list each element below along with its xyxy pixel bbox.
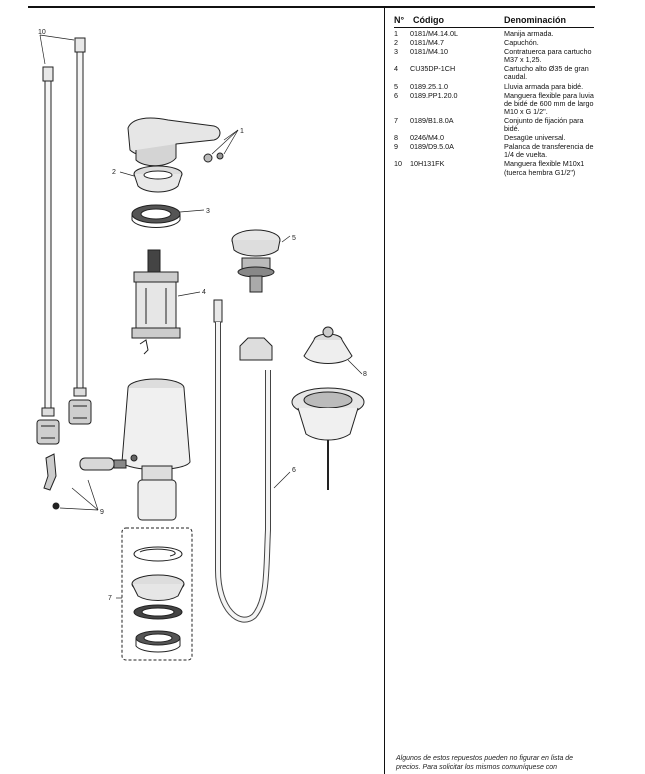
row-number: 5 [394, 81, 398, 91]
bidet-spray [231, 229, 281, 293]
table-row: 1 0181/M4.14.0L Manija armada. [394, 29, 594, 38]
top-rule [28, 6, 595, 8]
header-code: Código [413, 15, 444, 25]
callout-9: 9 [100, 509, 104, 516]
locknut [131, 204, 181, 228]
bidet-hose [213, 299, 273, 623]
column-divider [384, 6, 385, 774]
row-code: 0181/M4.7 [410, 38, 444, 48]
parts-table: N° Código Denominación 1 0181/M4.14.0L Man… [394, 14, 594, 178]
row-number: 4 [394, 64, 398, 74]
row-number: 6 [394, 90, 398, 100]
row-number: 3 [394, 47, 398, 57]
table-row: 9 0189/D9.5.0A Palanca de transferencia de… [394, 143, 594, 159]
callout-4: 4 [202, 289, 206, 296]
table-row: 5 0189.25.1.0 Lluvia armada para bidé. [394, 81, 594, 91]
callout-10: 10 [38, 29, 46, 36]
table-row: 8 0246/M4.0 Desagüe universal. [394, 134, 594, 142]
row-denomination: Lluvia armada para bidé. [504, 81, 584, 91]
row-number: 8 [394, 133, 398, 143]
flex-hose-left [36, 66, 60, 445]
row-denomination: Desagüe universal. [504, 133, 566, 143]
row-code: CU35DP-1CH [410, 64, 456, 74]
row-code: 0189/B1.8.0A [410, 115, 454, 125]
handle-assembly [127, 117, 224, 167]
callout-3: 3 [206, 208, 210, 215]
table-row: 2 0181/M4.7 Capuchón. [394, 38, 594, 48]
row-denomination: Manguera flexible para luvia de bidé de … [504, 90, 594, 116]
faucet-body [121, 378, 191, 521]
footnote: Algunos de estos repuestos pueden no fig… [396, 755, 574, 771]
row-denomination: Cartucho alto Ø35 de gran caudal. [504, 64, 589, 82]
row-code: 0181/M4.10 [410, 47, 448, 57]
row-code: 0189.25.1.0 [410, 81, 448, 91]
row-denomination: Manija armada. [504, 29, 554, 38]
row-number: 1 [394, 29, 398, 38]
flex-hose-right [68, 37, 92, 425]
row-denomination: Manguera flexible M10x1 (tuerca hembra G… [504, 159, 585, 177]
table-row: 10 10H131FK Manguera flexible M10x1 (tuerc… [394, 160, 594, 176]
row-number: 10 [394, 159, 402, 169]
row-code: 0189.PP1.20.0 [410, 90, 458, 100]
row-code: 0246/M4.0 [410, 133, 444, 143]
table-row: 3 0181/M4.10 Contratuerca para cartucho M3… [394, 48, 594, 64]
table-row: 4 CU35DP-1CH Cartucho alto Ø35 de gran cau… [394, 65, 594, 81]
fixing-set [121, 527, 193, 661]
header-denomination: Denominación [504, 15, 567, 25]
callout-6: 6 [292, 467, 296, 474]
row-code: 0181/M4.14.0L [410, 29, 458, 38]
callout-5: 5 [292, 235, 296, 242]
row-denomination: Conjunto de fijación para bidé. [504, 115, 584, 134]
header-number: N° [394, 15, 405, 25]
row-code: 10H131FK [410, 159, 445, 169]
callout-1: 1 [240, 128, 244, 135]
diagram-svg: 10 1 2 3 4 5 6 7 8 9 [36, 29, 367, 661]
table-row: 6 0189.PP1.20.0 Manguera flexible para luv… [394, 90, 594, 116]
exploded-parts-diagram: 10 1 2 3 4 5 6 7 8 9 [28, 10, 382, 774]
parts-table-header: N° Código Denominación [394, 14, 594, 28]
row-number: 7 [394, 115, 398, 125]
universal-drain [291, 326, 365, 490]
row-denomination: Capuchón. [504, 38, 539, 48]
table-row: 7 0189/B1.8.0A Conjunto de fijación para b… [394, 115, 594, 134]
cartridge [131, 249, 181, 339]
callout-7: 7 [108, 595, 112, 602]
callout-2: 2 [112, 169, 116, 176]
row-number: 2 [394, 38, 398, 48]
diverter-lever [43, 453, 127, 510]
callout-8: 8 [363, 371, 367, 378]
cap [133, 165, 183, 193]
row-denomination: Contratuerca para cartucho M37 x 1,25. [504, 47, 592, 65]
row-code: 0189/D9.5.0A [410, 142, 454, 152]
row-number: 9 [394, 142, 398, 152]
row-denomination: Palanca de transferencia de 1/4 de vuelt… [504, 142, 594, 160]
